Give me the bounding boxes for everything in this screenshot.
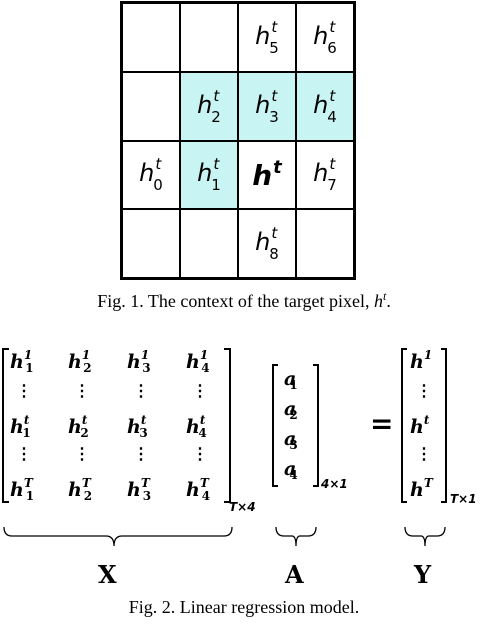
a-entry: a4 bbox=[284, 458, 298, 482]
y-left-bracket bbox=[401, 348, 407, 503]
a-entry: a2 bbox=[284, 398, 298, 422]
empty-cell bbox=[122, 71, 180, 141]
x-right-bracket bbox=[224, 348, 231, 503]
cell-variable: ht5 bbox=[255, 17, 279, 57]
figure-1-caption: Fig. 1. The context of the target pixel,… bbox=[97, 289, 391, 311]
x-entry-row-T: hT3 bbox=[127, 476, 152, 503]
empty-cell bbox=[296, 209, 354, 278]
cell-variable: ht0 bbox=[139, 155, 163, 195]
context-cell-5: ht5 bbox=[238, 3, 296, 72]
x-entry-row1: h11 bbox=[10, 348, 34, 375]
a-entry: a3 bbox=[284, 428, 298, 452]
cell-variable: ht4 bbox=[313, 86, 337, 126]
context-grid: ht5 ht6 ht2 ht3 ht4 ht0 ht1 ht ht7 ht8 bbox=[120, 1, 356, 280]
equals-sign: = bbox=[370, 407, 394, 440]
y-entry-mid: ht bbox=[410, 413, 430, 438]
y-underbrace bbox=[404, 526, 446, 547]
y-dimension: T×1 bbox=[450, 492, 477, 506]
x-left-bracket bbox=[2, 348, 9, 503]
x-vdots: ⋮ bbox=[16, 444, 32, 463]
a-dimension: 4×1 bbox=[321, 477, 348, 491]
y-entry-last: hT bbox=[410, 476, 433, 501]
context-cell-3: ht3 bbox=[238, 71, 296, 141]
figure-2-caption: Fig. 2. Linear regression model. bbox=[128, 597, 360, 617]
x-entry-row-T: hT2 bbox=[68, 476, 93, 503]
x-vdots: ⋮ bbox=[133, 381, 149, 400]
empty-cell bbox=[122, 3, 180, 72]
empty-cell bbox=[180, 209, 238, 278]
x-vdots: ⋮ bbox=[74, 381, 90, 400]
cell-variable: ht8 bbox=[255, 224, 279, 264]
context-cell-7: ht7 bbox=[296, 140, 354, 210]
label-a: A bbox=[285, 560, 304, 589]
x-entry-row-t: ht2 bbox=[68, 413, 89, 440]
x-entry-row-t: ht3 bbox=[127, 413, 148, 440]
y-right-bracket bbox=[441, 348, 447, 503]
cell-variable: ht bbox=[252, 157, 282, 193]
x-entry-row1: h14 bbox=[186, 348, 210, 375]
a-right-bracket bbox=[313, 364, 319, 487]
context-cell-0: ht0 bbox=[122, 140, 180, 210]
label-x: X bbox=[98, 560, 117, 589]
cell-variable: ht7 bbox=[313, 155, 337, 195]
x-underbrace bbox=[3, 526, 233, 547]
x-dimension: T×4 bbox=[229, 500, 256, 514]
context-cell-4: ht4 bbox=[296, 71, 354, 141]
empty-cell bbox=[122, 209, 180, 278]
y-vdots: ⋮ bbox=[416, 381, 432, 400]
cell-variable: ht3 bbox=[255, 86, 279, 126]
y-entry-top: h1 bbox=[410, 348, 433, 373]
context-cell-6: ht6 bbox=[296, 3, 354, 72]
x-entry-row1: h13 bbox=[127, 348, 151, 375]
empty-cell bbox=[180, 3, 238, 72]
a-underbrace bbox=[275, 526, 317, 547]
a-left-bracket bbox=[272, 364, 278, 487]
context-cell-2: ht2 bbox=[180, 71, 238, 141]
context-cell-1: ht1 bbox=[180, 140, 238, 210]
x-vdots: ⋮ bbox=[192, 444, 208, 463]
a-entry: a1 bbox=[284, 368, 298, 392]
x-vdots: ⋮ bbox=[74, 444, 90, 463]
label-y: Y bbox=[414, 560, 432, 589]
y-vdots: ⋮ bbox=[416, 444, 432, 463]
x-vdots: ⋮ bbox=[16, 381, 32, 400]
x-entry-row-t: ht1 bbox=[10, 413, 31, 440]
x-entry-row1: h12 bbox=[68, 348, 92, 375]
x-vdots: ⋮ bbox=[133, 444, 149, 463]
cell-variable: ht6 bbox=[313, 17, 337, 57]
cell-variable: ht1 bbox=[197, 155, 221, 195]
x-vdots: ⋮ bbox=[192, 381, 208, 400]
x-entry-row-T: hT4 bbox=[186, 476, 211, 503]
context-cell-8: ht8 bbox=[238, 209, 296, 278]
cell-variable: ht2 bbox=[197, 86, 221, 126]
target-pixel-cell: ht bbox=[238, 140, 296, 210]
x-entry-row-t: ht4 bbox=[186, 413, 207, 440]
x-entry-row-T: hT1 bbox=[10, 476, 35, 503]
